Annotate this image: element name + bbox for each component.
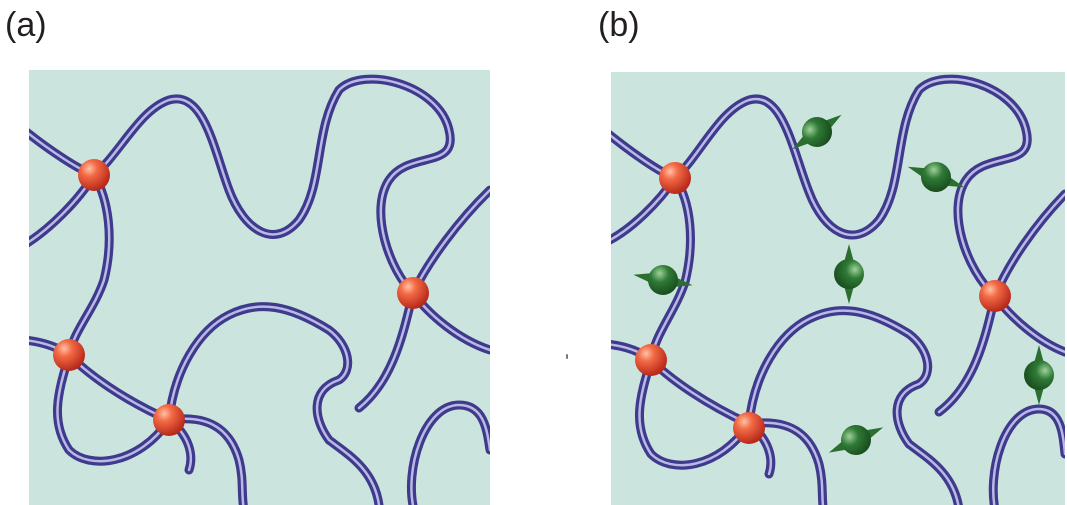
red-sphere-crosslink-icon xyxy=(733,412,765,444)
green-particles xyxy=(633,114,1054,455)
green-spiked-particle-icon xyxy=(1024,345,1054,405)
red-sphere-crosslink-icon xyxy=(979,280,1011,312)
polymer-chains-inner xyxy=(29,77,490,505)
green-spiked-particle-icon xyxy=(633,265,693,295)
red-sphere-crosslink-icon xyxy=(659,162,691,194)
stray-mark xyxy=(566,354,568,359)
panel-a-svg xyxy=(29,70,490,505)
panel-a-network xyxy=(29,70,490,505)
green-spiked-particle-icon xyxy=(792,114,842,150)
crosslinks-b xyxy=(635,162,1011,444)
red-sphere-crosslink-icon xyxy=(78,159,110,191)
red-sphere-crosslink-icon xyxy=(53,339,85,371)
panel-label-a: (a) xyxy=(5,6,47,44)
crosslinks-a xyxy=(53,159,429,436)
red-sphere-crosslink-icon xyxy=(153,404,185,436)
red-sphere-crosslink-icon xyxy=(397,277,429,309)
green-spiked-particle-icon xyxy=(828,425,884,455)
green-spiked-particle-icon xyxy=(834,244,864,304)
panel-b-network xyxy=(611,72,1065,505)
red-sphere-crosslink-icon xyxy=(635,344,667,376)
panel-b-svg xyxy=(611,72,1065,505)
green-spiked-particle-icon xyxy=(907,162,965,192)
panel-label-b: (b) xyxy=(598,6,640,44)
